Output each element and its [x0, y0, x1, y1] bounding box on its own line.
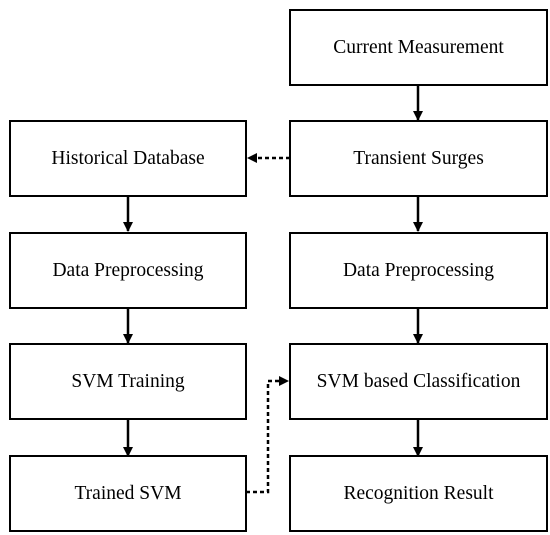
box-svm-training: SVM Training — [9, 343, 247, 420]
label-svm-training: SVM Training — [71, 370, 185, 392]
label-trained-svm: Trained SVM — [74, 482, 182, 504]
arrow-trained-to-classification — [246, 376, 289, 494]
label-current-measurement: Current Measurement — [333, 36, 504, 58]
box-recognition-result: Recognition Result — [289, 455, 548, 532]
label-data-preprocessing-left: Data Preprocessing — [52, 259, 204, 281]
label-historical-database: Historical Database — [51, 147, 205, 169]
box-current-measurement: Current Measurement — [289, 9, 548, 86]
box-data-preprocessing-left: Data Preprocessing — [9, 232, 247, 309]
box-trained-svm: Trained SVM — [9, 455, 247, 532]
box-historical-database: Historical Database — [9, 120, 247, 197]
box-svm-based-classification: SVM based Classification — [289, 343, 548, 420]
label-svm-based-classification: SVM based Classification — [316, 370, 521, 392]
label-transient-surges: Transient Surges — [353, 147, 484, 169]
label-recognition-result: Recognition Result — [343, 482, 494, 504]
box-transient-surges: Transient Surges — [289, 120, 548, 197]
label-data-preprocessing-right: Data Preprocessing — [342, 259, 495, 281]
box-data-preprocessing-right: Data Preprocessing — [289, 232, 548, 309]
